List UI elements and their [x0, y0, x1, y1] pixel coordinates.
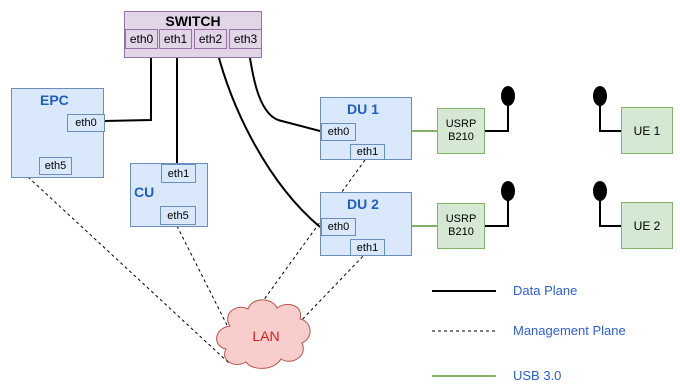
- mgmt-cu-lan: [176, 225, 232, 334]
- antenna-icon: [485, 181, 515, 227]
- usrp2-node: USRP B210: [437, 203, 485, 249]
- switch-port-eth3: eth3: [229, 29, 262, 49]
- legend-data-label: Data Plane: [513, 283, 578, 298]
- usrp1-node: USRP B210: [437, 108, 485, 154]
- usrp2-label-line2: B210: [448, 226, 474, 238]
- switch-port-eth1: eth1: [159, 29, 192, 49]
- antenna-icon: [593, 86, 621, 132]
- ue1-node: UE 1: [621, 107, 673, 154]
- du1-node: DU 1 eth0 eth1: [320, 97, 412, 160]
- lan-cloud: LAN: [216, 299, 311, 369]
- du2-port-eth1: eth1: [350, 239, 385, 256]
- cu-port-eth1: eth1: [161, 164, 196, 183]
- link-switch-eth2-du2-eth0: [213, 37, 321, 228]
- mgmt-epc-lan: [27, 176, 231, 365]
- link-switch-eth0-epc-eth0: [103, 38, 152, 122]
- cu-node: CU eth1 eth5: [130, 163, 208, 227]
- du1-port-eth0: eth0: [321, 123, 356, 141]
- switch-port-eth2: eth2: [194, 29, 227, 49]
- du2-node: DU 2 eth0 eth1: [320, 192, 412, 256]
- du2-title: DU 2: [347, 196, 379, 212]
- ue1-label: UE 1: [633, 123, 661, 138]
- usrp1-label-line2: B210: [448, 131, 474, 143]
- switch-node: SWITCH eth0 eth1 eth2 eth3: [124, 11, 262, 58]
- switch-port-eth0: eth0: [125, 29, 158, 49]
- switch-title: SWITCH: [165, 13, 221, 29]
- usrp1-label-line1: USRP: [445, 118, 477, 130]
- ue2-node: UE 2: [621, 202, 673, 249]
- epc-title: EPC: [40, 92, 69, 108]
- lan-label: LAN: [252, 328, 279, 344]
- antenna-icon: [485, 86, 515, 132]
- usrp2-label-line1: USRP: [445, 213, 477, 225]
- epc-port-eth0: eth0: [67, 114, 105, 132]
- antenna-icon: [593, 181, 621, 227]
- cu-port-eth5: eth5: [160, 206, 196, 225]
- epc-node: EPC eth0 eth5: [11, 88, 105, 178]
- du1-title: DU 1: [347, 101, 379, 117]
- mgmt-du2-lan: [295, 251, 368, 327]
- legend-mgmt-label: Management Plane: [513, 323, 626, 338]
- du1-port-eth1: eth1: [350, 144, 385, 160]
- legend-usb-label: USB 3.0: [513, 368, 562, 383]
- du2-port-eth0: eth0: [321, 218, 356, 236]
- ue2-label: UE 2: [633, 218, 661, 233]
- cu-title: CU: [134, 184, 155, 200]
- epc-port-eth5: eth5: [39, 157, 72, 175]
- mgmt-du1-lan: [254, 159, 366, 313]
